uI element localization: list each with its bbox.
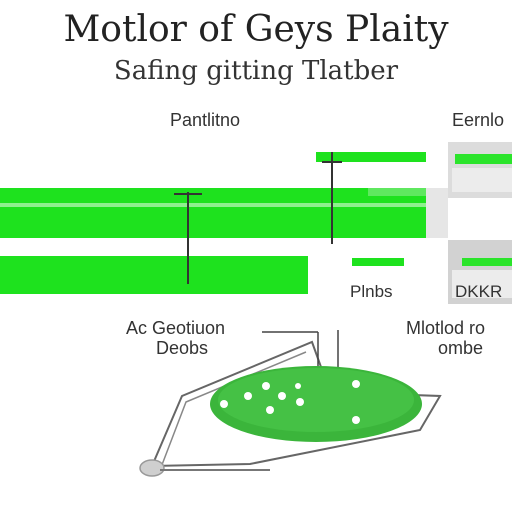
green-bar-top: [0, 188, 426, 238]
callout-right-line1: Mlotlod ro: [406, 318, 486, 338]
callout-left-line1: Ac Geotiuon: [126, 318, 226, 338]
label-bottom-right: DKKR: [455, 282, 503, 301]
right-panel-lower-inner: [452, 270, 512, 298]
label-bottom-mid: Plnbs: [350, 282, 393, 301]
green-disc-highlight: [218, 368, 414, 432]
title-line-2: Safing gitting Tlatber: [113, 56, 399, 86]
right-panel-inner: [452, 168, 512, 192]
ball: [139, 459, 165, 477]
callout-right-line2: ombe: [438, 338, 484, 358]
green-bar-right-block: [368, 188, 426, 196]
right-panel-lower-green: [462, 258, 512, 266]
disc-dots: [220, 380, 360, 424]
green-bar-top-highlight: [0, 203, 426, 207]
green-bar-bottom: [0, 256, 308, 294]
green-small-tab-top: [316, 152, 426, 162]
green-small-tab-mid: [352, 258, 404, 266]
callout-left-line2: Deobs: [156, 338, 209, 358]
right-panel-edge-green: [426, 188, 448, 238]
tray-outline-inner: [159, 351, 307, 471]
label-top-right: Eernlo: [452, 110, 505, 130]
label-top-left: Pantlitno: [170, 110, 241, 130]
title-line-1: Motlor of Geys Plaity: [63, 9, 449, 50]
right-panel-top-green: [455, 154, 512, 164]
